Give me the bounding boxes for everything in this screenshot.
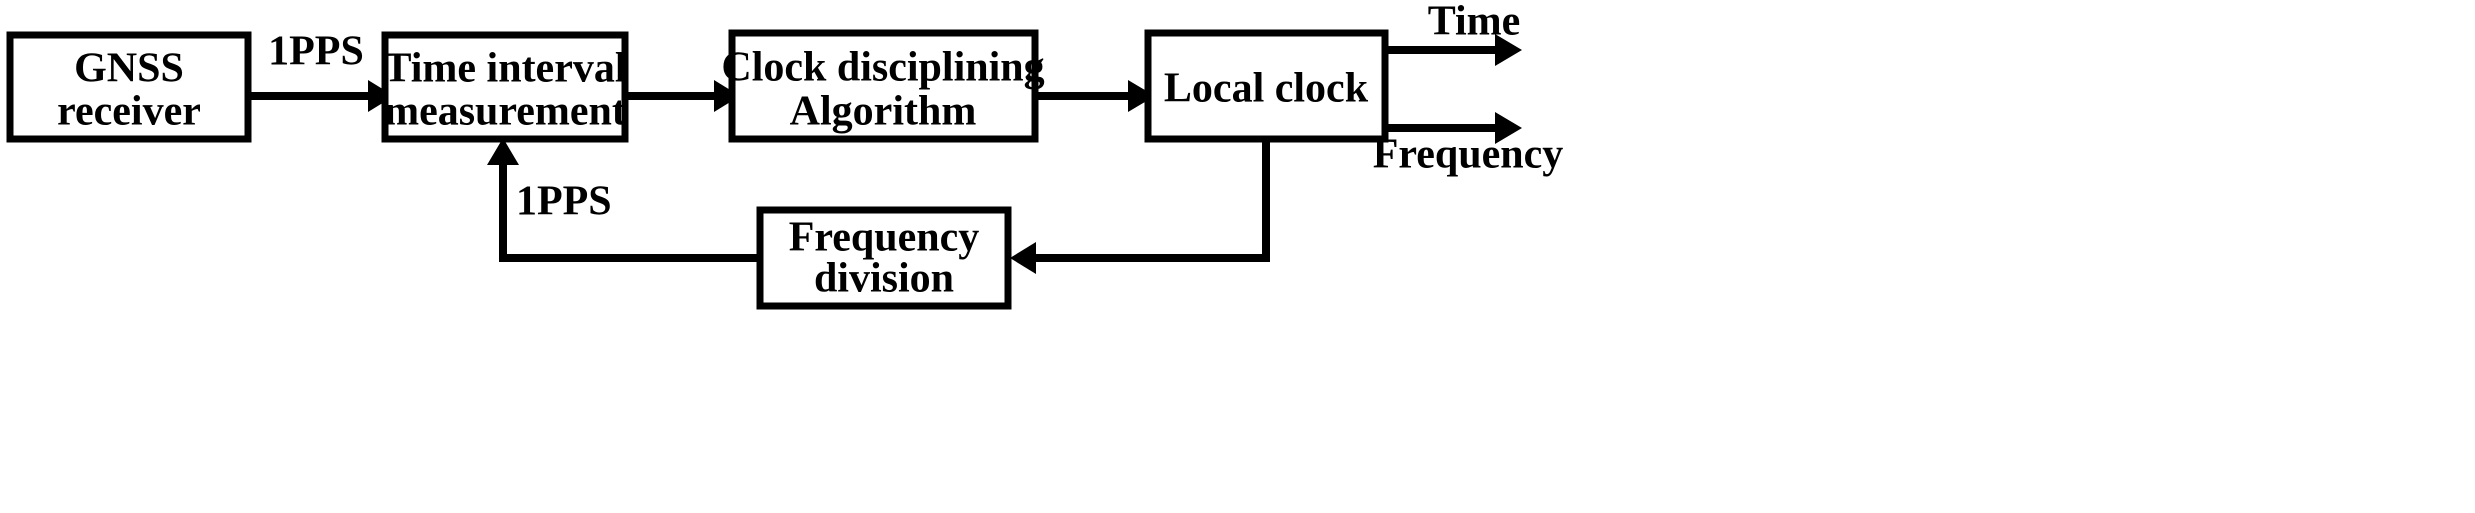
block-label-line1: Clock disciplining — [721, 45, 1044, 91]
arrow-head-icon — [714, 80, 740, 112]
block-label-line2: measurement — [384, 89, 626, 135]
arrow-head-icon — [1495, 34, 1522, 66]
block-outline — [6, 31, 252, 143]
block-label-line2: receiver — [57, 89, 201, 135]
arrow-head-icon — [1495, 112, 1522, 144]
output-label-frequency: Frequency — [1373, 132, 1564, 178]
connector-line — [1036, 138, 1270, 262]
block-label-line2: division — [814, 256, 954, 302]
output-label-time: Time — [1428, 0, 1521, 45]
connector-line — [499, 165, 760, 262]
edge-label-feedback-1pps: 1PPS — [516, 179, 612, 225]
block-outline — [728, 29, 1039, 143]
connector-local-clock-to-frequency-output — [1385, 112, 1522, 144]
edge-label-gnss-1pps: 1PPS — [268, 29, 364, 75]
arrow-head-icon — [1010, 242, 1036, 274]
block-label-line1: Frequency — [789, 215, 980, 261]
connector-local-clock-to-time-output — [1385, 34, 1522, 66]
block-outline — [756, 206, 1012, 310]
arrow-head-icon — [368, 80, 394, 112]
block-frequency-division[interactable]: Frequency division — [756, 206, 1012, 310]
arrow-head-icon — [1128, 80, 1155, 112]
connector-gnss-to-time-interval — [248, 80, 394, 112]
block-clock-disciplining-algorithm[interactable]: Clock disciplining Algorithm — [721, 29, 1045, 143]
block-label-line1: GNSS — [74, 46, 184, 92]
block-label-line1: Local clock — [1164, 66, 1369, 112]
block-label-line1: Time interval — [383, 46, 626, 92]
connector-local-clock-to-frequency-division — [1010, 138, 1270, 274]
connector-algorithm-to-local-clock — [1035, 80, 1155, 112]
block-outline — [381, 31, 629, 143]
arrow-head-icon — [487, 138, 519, 165]
connector-time-interval-to-algorithm — [625, 80, 740, 112]
connector-frequency-division-to-time-interval — [487, 138, 760, 262]
block-local-clock[interactable]: Local clock — [1144, 29, 1389, 143]
block-label-line2: Algorithm — [790, 89, 977, 135]
block-outline — [1144, 29, 1389, 143]
block-gnss-receiver[interactable]: GNSS receiver — [6, 31, 252, 143]
block-time-interval-measurement[interactable]: Time interval measurement — [381, 31, 629, 143]
